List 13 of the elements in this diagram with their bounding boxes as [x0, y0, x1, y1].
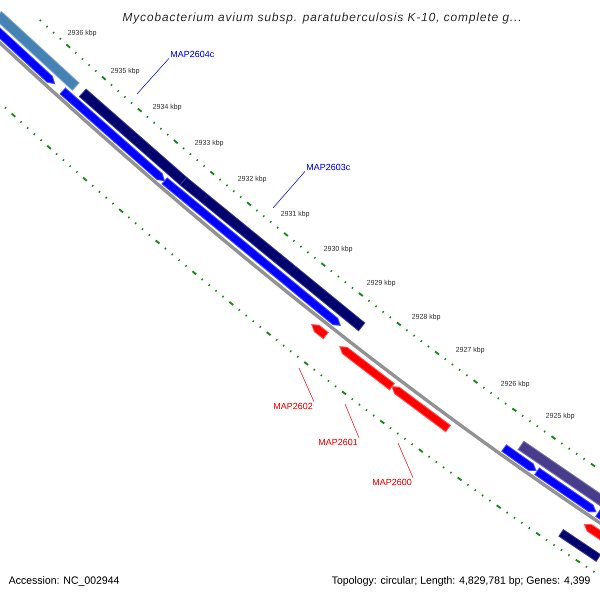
footer-text: Topology: circular; Length: 4,829,781 bp; Genes: 4,399 [332, 576, 590, 586]
leader-line [398, 442, 414, 478]
leader-line [272, 171, 306, 208]
gene-label: MAP2604c [170, 50, 214, 58]
leader-line [136, 58, 170, 94]
footer-text: Accession: NC_002944 [8, 576, 120, 586]
title: Mycobacterium avium subsp. paratuberculosis K-10, complete g... [122, 12, 520, 24]
leader-line [344, 404, 360, 438]
gene-label: MAP2600 [372, 478, 412, 486]
gene-label: MAP2602 [274, 402, 312, 410]
gene-label: MAP2603c [306, 164, 350, 170]
gene-label: MAP2601 [318, 438, 358, 446]
leader-line [298, 368, 314, 402]
